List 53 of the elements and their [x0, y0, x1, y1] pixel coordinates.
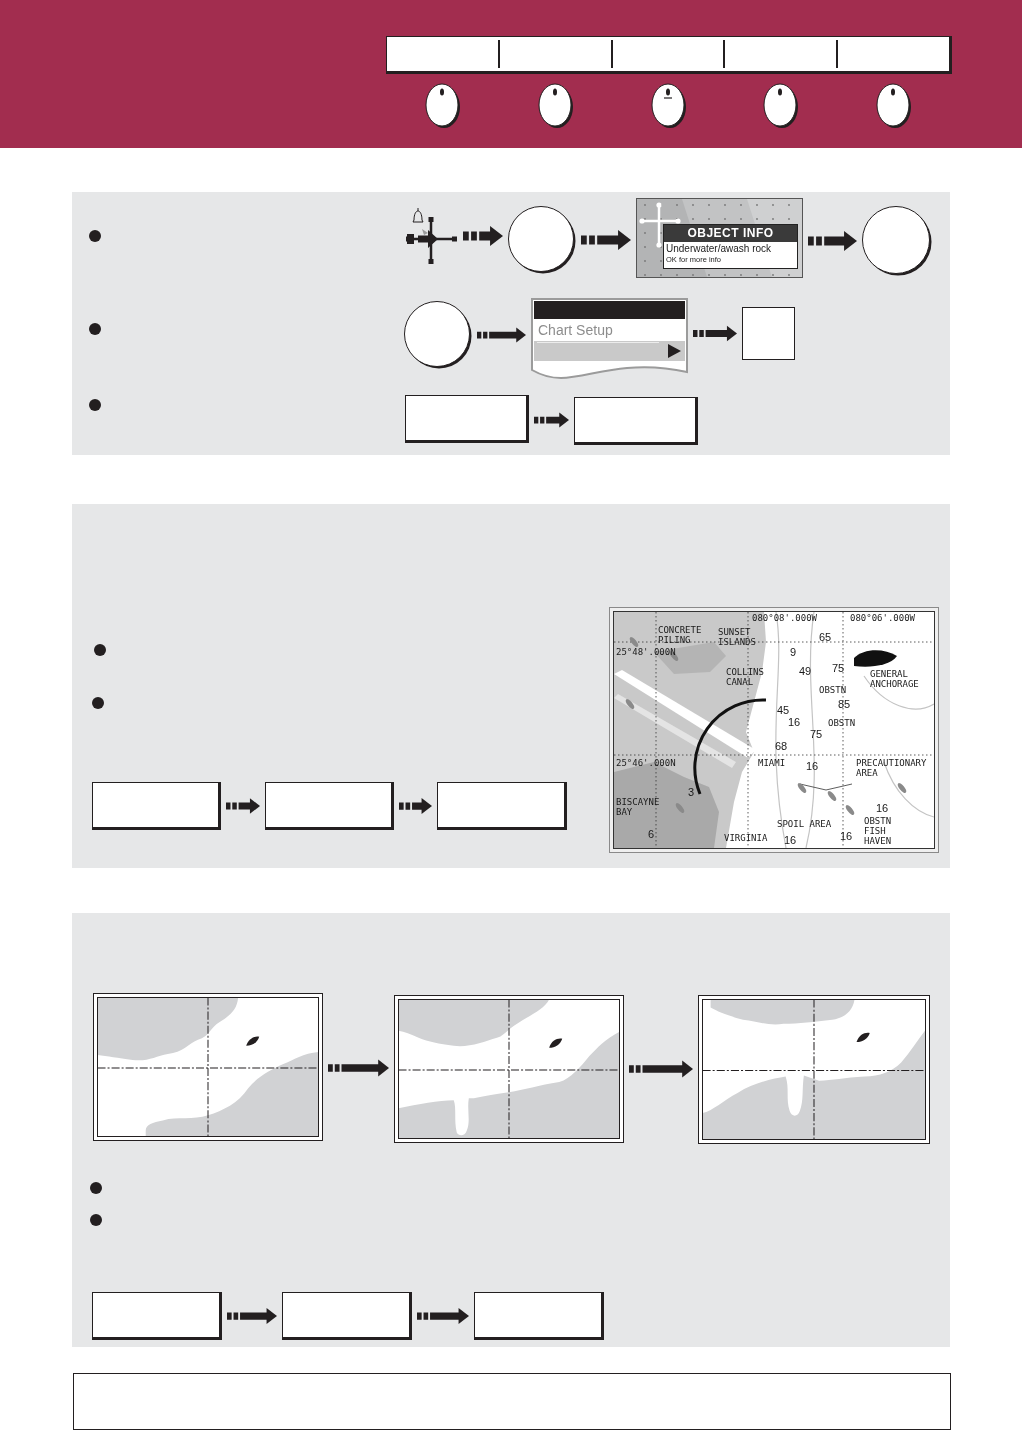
place-label: BISCAYNE BAY	[616, 798, 661, 818]
popup-text: Underwater/awash rock	[665, 242, 773, 255]
place-label: SPOIL AREA	[777, 820, 832, 830]
place-label: COLLINS CANAL	[726, 668, 765, 688]
map-screen-drawing	[394, 995, 624, 1143]
depth-sounding: 16	[806, 760, 819, 773]
depth-sounding: 65	[819, 631, 832, 644]
depth-sounding: 49	[799, 665, 812, 678]
depth-sounding: 75	[810, 728, 823, 741]
depth-sounding: 9	[790, 646, 797, 659]
object-info-screenshot	[636, 198, 803, 278]
softkey-box	[92, 782, 221, 830]
depth-sounding: 16	[784, 834, 797, 847]
softkey-box	[265, 782, 394, 830]
softkey-box	[405, 395, 529, 443]
round-key	[508, 206, 576, 274]
map-screen-drawing	[93, 993, 323, 1141]
depth-sounding: 68	[775, 740, 788, 753]
depth-sounding: 16	[840, 830, 853, 843]
depth-sounding: 16	[788, 716, 801, 729]
popup-title: OBJECT INFO	[664, 225, 797, 242]
round-key	[862, 206, 932, 276]
place-label: SUNSET ISLANDS	[718, 628, 757, 648]
map-screen-drawing	[698, 995, 930, 1144]
depth-sounding: 45	[777, 704, 790, 717]
place-label: CONCRETE PILING	[658, 626, 703, 646]
softkey-box	[574, 397, 698, 445]
softkey-box	[282, 1292, 412, 1340]
depth-sounding: 16	[876, 802, 889, 815]
depth-sounding: 3	[688, 786, 695, 799]
place-label: OBSTN	[819, 686, 847, 696]
coordinate-label: 080°08'.000W	[752, 614, 818, 624]
menu-screenshot	[531, 298, 688, 379]
place-label: VIRGINIA	[724, 834, 768, 844]
depth-sounding: 75	[832, 662, 845, 675]
key-square	[742, 307, 795, 360]
place-label: GENERAL ANCHORAGE	[870, 670, 920, 690]
coordinate-label: 25°46'.000N	[616, 759, 676, 769]
place-label: OBSTN FISH HAVEN	[864, 817, 893, 847]
menu-title-bar	[534, 301, 685, 319]
place-label: OBSTN	[828, 719, 856, 729]
softkey-box	[92, 1292, 222, 1340]
round-key	[404, 301, 472, 369]
place-label: MIAMI	[758, 759, 786, 769]
depth-sounding: 6	[648, 828, 655, 841]
menu-item: Chart Setup	[537, 321, 614, 340]
depth-sounding: 85	[838, 698, 851, 711]
coordinate-label: 25°48'.000N	[616, 648, 676, 658]
cursor-icon	[406, 207, 458, 265]
coordinate-label: 080°06'.000W	[850, 614, 916, 624]
softkey-box	[437, 782, 567, 830]
softkey-box	[474, 1292, 604, 1340]
place-label: PRECAUTIONARY AREA	[856, 759, 928, 779]
